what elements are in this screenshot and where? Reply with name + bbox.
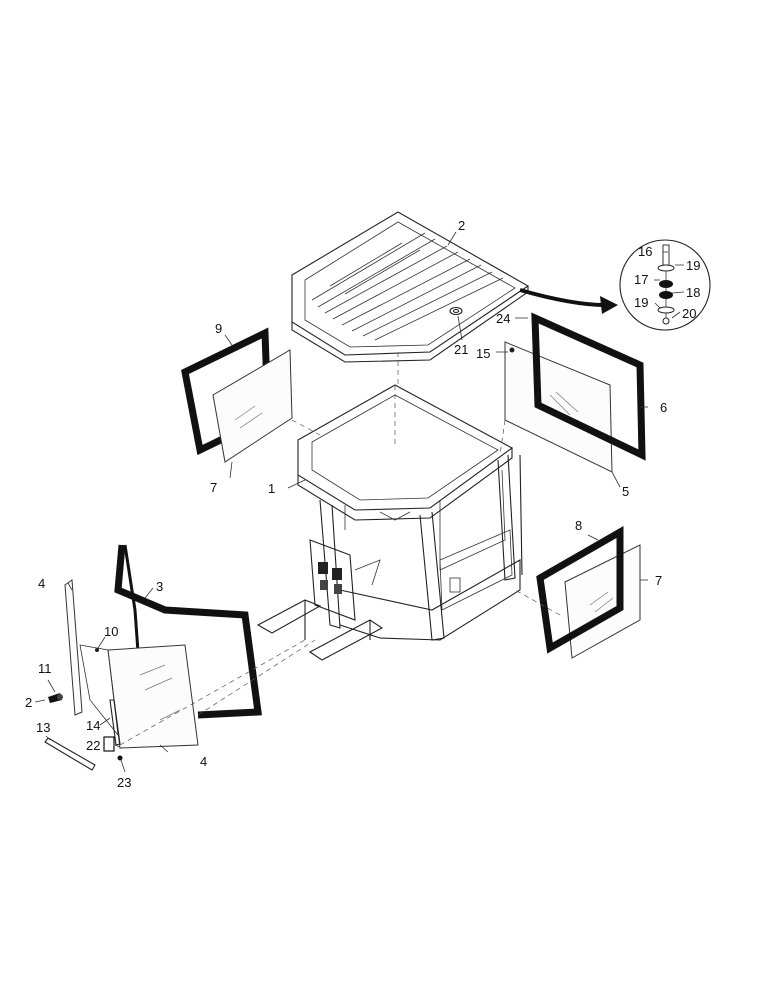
- mount-detail-circle: [619, 239, 711, 331]
- label-19-top: 19: [686, 258, 700, 273]
- window-frame-8: [536, 525, 624, 654]
- leader-lines: [34, 231, 685, 773]
- projection-lines: [119, 352, 561, 746]
- label-2-handle: 2: [25, 695, 32, 710]
- window-glass-7-right: [564, 544, 641, 659]
- label-7-right: 7: [655, 573, 662, 588]
- roof-bolt-21: [449, 306, 463, 316]
- label-4-main: 4: [200, 754, 207, 769]
- window-glass-5: [504, 341, 613, 473]
- door-panel-10: [79, 644, 119, 737]
- latch-22: [103, 736, 115, 752]
- door-glass-4-main: [107, 644, 199, 749]
- roof-panel: [291, 211, 530, 363]
- callout-labels: 1 2 2 3 4 4 5 6 7 7 8 9 10 11 13 14 15 1…: [25, 218, 700, 790]
- label-17: 17: [634, 272, 648, 287]
- label-14: 14: [86, 718, 100, 733]
- window-glass-7-left: [212, 349, 293, 463]
- door-glass-4-outer: [64, 579, 83, 716]
- label-4-outer: 4: [38, 576, 45, 591]
- label-5: 5: [622, 484, 629, 499]
- label-13: 13: [36, 720, 50, 735]
- screw-23: [117, 755, 123, 761]
- clip-15: [509, 347, 515, 353]
- handle-11: [48, 693, 63, 703]
- label-23: 23: [117, 775, 131, 790]
- label-10: 10: [104, 624, 118, 639]
- label-19-bottom: 19: [634, 295, 648, 310]
- detail-arrow: [519, 288, 618, 314]
- label-20: 20: [682, 306, 696, 321]
- label-1: 1: [268, 481, 275, 496]
- window-frame-6: [531, 312, 646, 461]
- label-18: 18: [686, 285, 700, 300]
- label-9: 9: [215, 321, 222, 336]
- label-21: 21: [454, 342, 468, 357]
- label-6: 6: [660, 400, 667, 415]
- label-2: 2: [458, 218, 465, 233]
- label-16: 16: [638, 244, 652, 259]
- cab-body: [256, 384, 523, 661]
- label-22: 22: [86, 738, 100, 753]
- label-3: 3: [156, 579, 163, 594]
- seal-strip-13: [44, 737, 96, 771]
- label-15: 15: [476, 346, 490, 361]
- label-7-left: 7: [210, 480, 217, 495]
- hinge-strip-14: [109, 699, 121, 746]
- label-11: 11: [38, 661, 52, 676]
- label-24: 24: [496, 311, 510, 326]
- label-8: 8: [575, 518, 582, 533]
